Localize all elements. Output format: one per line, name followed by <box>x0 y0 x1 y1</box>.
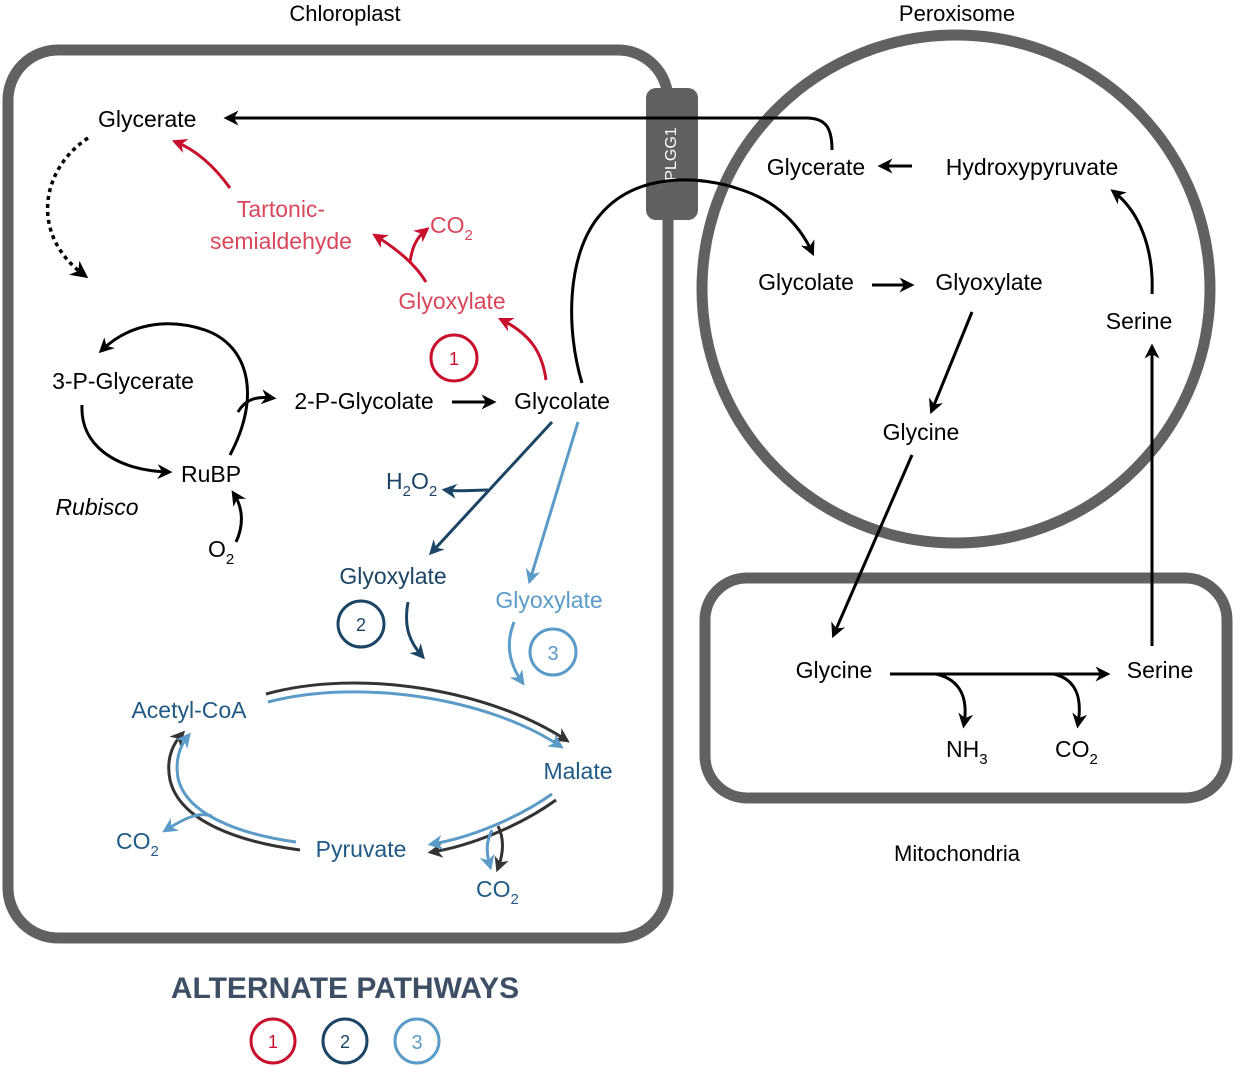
co2-left: CO2 <box>116 828 159 860</box>
arrow-dark-glyoxylate-to-malate <box>405 601 425 660</box>
tartonic-line2: semialdehyde <box>210 228 352 254</box>
peroxisome-glycolate: Glycolate <box>758 269 854 295</box>
h2o2: H2O2 <box>386 468 437 500</box>
arrow-glycolate-export <box>570 178 815 384</box>
legend-marker-2-num: 2 <box>340 1032 350 1052</box>
rubisco: Rubisco <box>55 494 138 520</box>
legend-marker-3 <box>393 1017 441 1065</box>
pathway2-marker-num: 2 <box>356 615 366 635</box>
malate: Malate <box>543 758 612 784</box>
chloroplast-title: Chloroplast <box>289 1 400 26</box>
arrow-nh3-release <box>935 672 974 729</box>
mitochondria-serine: Serine <box>1127 657 1193 683</box>
legend-marker-3-num: 3 <box>411 1032 422 1054</box>
arrow-light-glyoxylate-to-malate <box>507 621 525 686</box>
acetyl-coa: Acetyl-CoA <box>131 697 247 723</box>
chloroplast-membrane <box>2 44 674 944</box>
cycle-pyruvate-to-acetylcoa-gray <box>167 730 301 852</box>
mitochondria-co2: CO2 <box>1055 736 1098 768</box>
cycle-malate-to-pyruvate-gray <box>427 798 557 858</box>
rubp: RuBP <box>181 461 241 487</box>
peroxisome-glycine: Glycine <box>883 419 960 445</box>
tartonic-line1: Tartonic- <box>237 196 325 222</box>
mitochondria-title: Mitochondria <box>894 841 1021 866</box>
arrow-light-glycolate-to-glyoxylate <box>525 421 580 585</box>
peroxisome-glyoxylate: Glyoxylate <box>935 269 1042 295</box>
arrow-red-tartonic-to-glycerate <box>171 138 232 189</box>
legend-title: ALTERNATE PATHWAYS <box>171 972 519 1005</box>
arrow-dark-h2o2-release <box>441 483 489 499</box>
arrow-to-2pg <box>236 389 277 413</box>
plgg1-label: PLGG1 <box>663 127 680 180</box>
hydroxypyruvate: Hydroxypyruvate <box>946 154 1119 180</box>
cycle-acetylcoa-to-malate-blue <box>267 690 564 749</box>
arrow-red-glycolate-to-glyoxylate <box>497 317 548 381</box>
arrow-co2-release <box>1053 672 1088 729</box>
arrow-co2-left-release <box>162 813 213 833</box>
glyoxylate-light: Glyoxylate <box>495 587 602 613</box>
arrow-3pg-to-rubp <box>80 404 173 480</box>
legend-marker-2 <box>321 1017 369 1065</box>
glyoxylate-red: Glyoxylate <box>398 288 505 314</box>
arrow-co2-bottom-blue <box>479 829 495 871</box>
cycle-acetylcoa-to-malate-gray <box>265 681 570 743</box>
cycle-pyruvate-to-acetylcoa-blue <box>175 732 297 844</box>
arrow-glycine-to-mitochondria <box>831 454 914 639</box>
legend-marker-1-num: 1 <box>268 1032 278 1052</box>
chloroplast-glycerate: Glycerate <box>98 106 196 132</box>
mitochondria-membrane <box>699 572 1233 804</box>
peroxisome-serine: Serine <box>1106 308 1172 334</box>
mitochondria-glycine: Glycine <box>796 657 873 683</box>
arrow-dark-glycolate-to-glyoxylate <box>428 420 554 556</box>
arrow-glycerate-to-cycle <box>46 136 89 279</box>
co2-red: CO2 <box>430 212 473 244</box>
arrow-serine-to-hydroxypyruvate <box>1110 189 1154 295</box>
glyoxylate-dark: Glyoxylate <box>339 563 446 589</box>
plgg1-transporter <box>646 88 698 220</box>
arrow-red-glyoxylate-to-tartonic <box>372 233 428 283</box>
arrow-co2-bottom-gray <box>494 825 509 873</box>
arrow-glycerate-export <box>223 110 834 151</box>
nh3: NH3 <box>946 736 988 768</box>
cycle-malate-to-pyruvate-blue <box>427 792 553 850</box>
o2: O2 <box>208 536 234 568</box>
pathway3-marker-num: 3 <box>547 643 558 665</box>
pathway1-marker-num: 1 <box>449 349 459 369</box>
peroxisome-membrane <box>696 29 1216 549</box>
pathway1-marker <box>429 333 479 383</box>
peroxisome-glycerate: Glycerate <box>767 154 865 180</box>
pathway2-marker <box>336 599 386 649</box>
arrow-glyoxylate-to-glycine <box>929 311 974 415</box>
legend-marker-1 <box>249 1017 297 1065</box>
arrow-rubp-to-3pg <box>98 322 249 456</box>
peroxisome-title: Peroxisome <box>899 1 1015 26</box>
co2-bottom: CO2 <box>476 876 519 908</box>
three-p-glycerate: 3-P-Glycerate <box>52 368 194 394</box>
two-p-glycolate: 2-P-Glycolate <box>294 388 433 414</box>
pathway3-marker <box>528 627 578 677</box>
arrow-red-co2-release <box>408 227 430 263</box>
chloroplast-glycolate: Glycolate <box>514 388 610 414</box>
pyruvate: Pyruvate <box>316 836 407 862</box>
arrow-o2-to-rubp <box>231 490 246 543</box>
